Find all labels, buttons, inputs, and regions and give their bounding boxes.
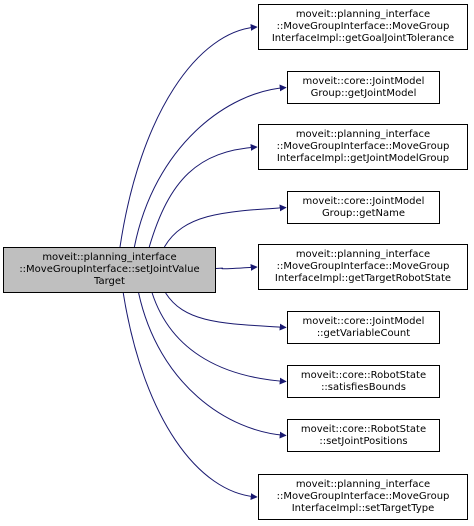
callee-line: ::MoveGroupInterface::MoveGroup — [276, 491, 450, 502]
call-edge-7 — [151, 292, 287, 385]
root-function-node[interactable]: moveit::planning_interface ::MoveGroupIn… — [3, 247, 216, 293]
callee-line: ::getVariableCount — [316, 327, 411, 339]
callee-line: ::MoveGroupInterface::MoveGroup — [276, 21, 450, 32]
root-line-1: moveit::planning_interface — [42, 252, 177, 263]
callee-line: moveit::core::JointModel — [302, 315, 425, 327]
callee-line: moveit::planning_interface — [295, 129, 431, 140]
callee-node-satisfies-bounds[interactable]: moveit::core::RobotState ::satisfiesBoun… — [287, 365, 440, 398]
callee-line: InterfaceImpl::getJointModelGroup — [276, 153, 450, 164]
call-edge-6 — [165, 292, 287, 331]
callee-line: moveit::core::RobotState — [300, 423, 427, 435]
callee-line: Group::getName — [321, 207, 406, 219]
call-edge-2 — [133, 84, 287, 248]
callee-line: moveit::planning_interface — [295, 479, 431, 490]
callee-node-get-joint-model-group[interactable]: moveit::planning_interface ::MoveGroupIn… — [258, 124, 468, 170]
callee-line: moveit::planning_interface — [295, 249, 431, 260]
root-line-3: Target — [94, 276, 125, 287]
callee-line: ::MoveGroupInterface::MoveGroup — [276, 261, 450, 272]
callee-line: moveit::core::JointModel — [302, 195, 425, 207]
callee-node-set-joint-positions[interactable]: moveit::core::RobotState ::setJointPosit… — [287, 419, 440, 452]
call-edge-8 — [138, 292, 287, 439]
callee-line: moveit::core::RobotState — [300, 369, 427, 381]
call-edge-9 — [122, 292, 258, 501]
callee-line: InterfaceImpl::getGoalJointTolerance — [271, 33, 455, 44]
callee-node-get-joint-model[interactable]: moveit::core::JointModel Group::getJoint… — [287, 71, 440, 104]
callee-node-get-target-robot-state[interactable]: moveit::planning_interface ::MoveGroupIn… — [258, 244, 468, 290]
callee-node-get-name[interactable]: moveit::core::JointModel Group::getName — [287, 191, 440, 224]
call-edge-1 — [119, 23, 258, 248]
callee-line: ::setJointPositions — [319, 435, 408, 447]
callee-node-set-target-type[interactable]: moveit::planning_interface ::MoveGroupIn… — [258, 474, 468, 520]
call-edge-5 — [215, 263, 258, 271]
root-line-2: ::MoveGroupInterface::setJointValue — [19, 264, 200, 275]
callee-node-get-goal-joint-tolerance[interactable]: moveit::planning_interface ::MoveGroupIn… — [258, 4, 468, 50]
callee-line: ::satisfiesBounds — [321, 381, 406, 393]
callee-line: moveit::planning_interface — [295, 9, 431, 20]
callee-line: Group::getJointModel — [310, 87, 417, 99]
edges — [119, 23, 287, 501]
call-edge-4 — [163, 204, 287, 248]
callee-node-get-variable-count[interactable]: moveit::core::JointModel ::getVariableCo… — [287, 311, 440, 344]
call-edge-3 — [148, 143, 258, 248]
callee-line: moveit::core::JointModel — [302, 75, 425, 87]
callee-line: InterfaceImpl::setTargetType — [291, 503, 435, 514]
callee-line: ::MoveGroupInterface::MoveGroup — [276, 141, 450, 152]
callee-line: InterfaceImpl::getTargetRobotState — [274, 273, 452, 284]
